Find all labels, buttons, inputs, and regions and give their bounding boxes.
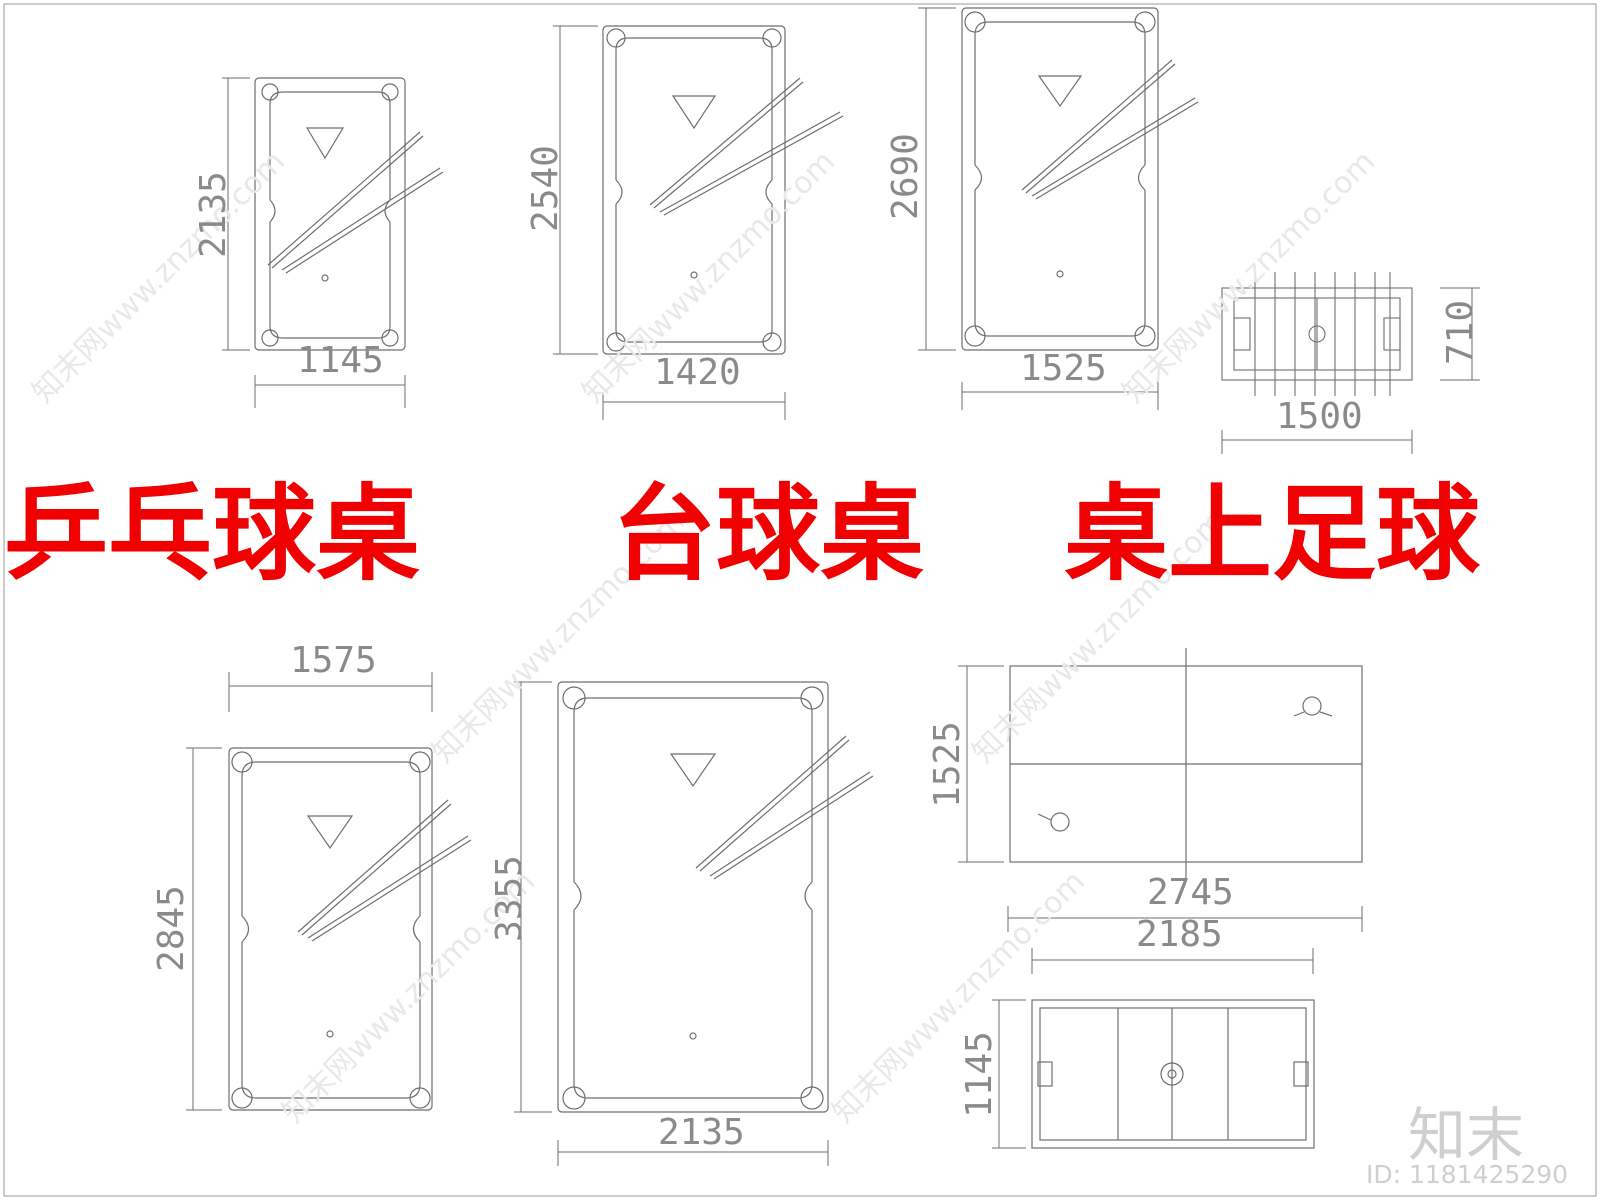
dim-pool3-width: 1525 [1020,348,1107,389]
dim-pingpong-width: 2745 [1147,872,1234,913]
dim-pool1-height: 2135 [192,171,234,258]
dim-pool4-width: 1575 [290,640,377,681]
pool-table-2-dims [553,25,786,420]
brand-logo-text: 知末 [1408,1101,1525,1169]
dim-pool5-height: 3355 [488,855,530,942]
heading-pingpong-table: 乒乓球桌 [4,473,421,595]
image-id-label: ID: 1181425290 [1366,1160,1569,1189]
dim-pool4-height: 2845 [150,885,192,972]
dim-pool1-width: 1145 [297,340,384,381]
pool-table-5-dims [514,681,829,1166]
foosball-table-2 [1031,999,1315,1149]
heading-billiards-table: 台球桌 [612,473,925,595]
dim-pool5-width: 2135 [658,1112,745,1153]
dim-pool3-height: 2690 [884,133,926,220]
dim-foosball2-width: 2185 [1136,914,1223,955]
foosball-table-2-dims [992,999,1026,1149]
dim-foosball1-height: 710 [1440,299,1482,366]
pool-table-3 [961,7,1199,351]
pingpong-table [1009,648,1363,880]
pool-table-1 [254,77,444,351]
pingpong-table-dims [958,665,1363,974]
heading-foosball: 桌上足球 [1064,473,1481,595]
pool-table-2 [602,25,844,355]
pool-table-3-dims [918,7,1159,410]
pool-table-1-dims [222,77,406,408]
foosball-table-1 [1221,272,1413,396]
dim-foosball1-width: 1500 [1276,396,1363,437]
pool-table-5 [557,681,874,1113]
pool-table-4 [228,747,472,1111]
dim-pool2-height: 2540 [524,145,566,232]
dim-pingpong-height: 1525 [926,721,968,808]
dim-pool2-width: 1420 [654,352,741,393]
pool-table-4-dims [186,672,433,1111]
dim-foosball2-height: 1145 [958,1031,1000,1118]
foosball-table-1-dims [1221,287,1480,454]
